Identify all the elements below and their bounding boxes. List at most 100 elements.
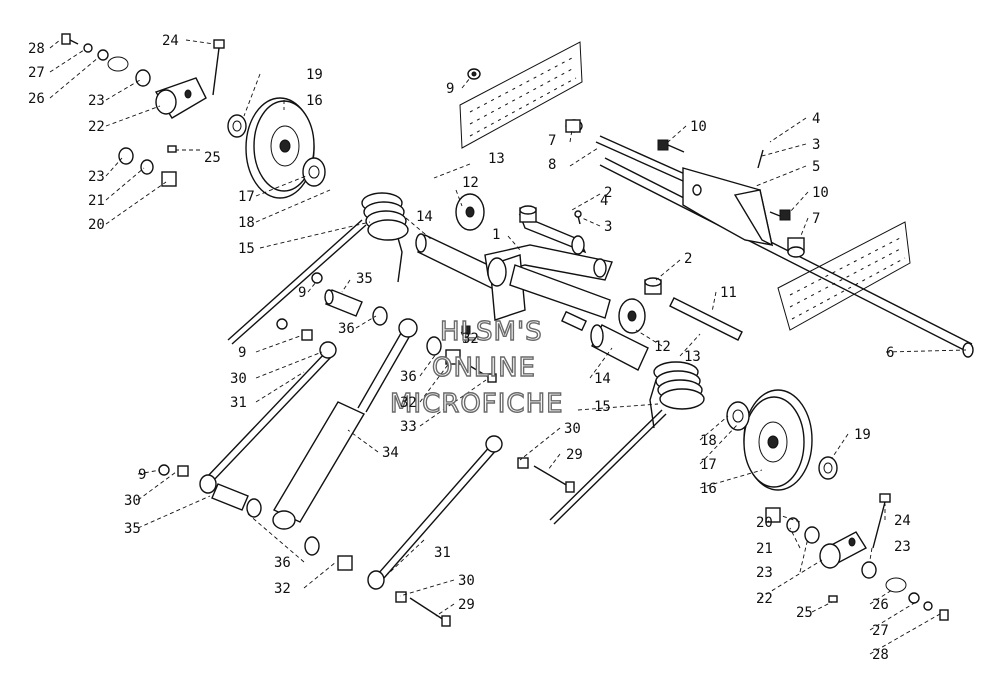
washers-9 xyxy=(158,272,323,476)
pin-3-5 xyxy=(757,149,764,169)
bearing-19-lower xyxy=(818,456,838,480)
hardware-lower-right xyxy=(765,507,949,621)
callout-30: 30 xyxy=(230,371,247,387)
callout-24-b: 24 xyxy=(894,513,911,529)
hardware-upper-left xyxy=(61,33,177,187)
callout-28-b: 28 xyxy=(872,647,889,663)
callout-35: 35 xyxy=(356,271,373,287)
callout-29: 29 xyxy=(566,447,583,463)
callout-17: 17 xyxy=(238,189,255,205)
stop-block-12-upper xyxy=(455,193,485,231)
callout-36-b: 36 xyxy=(400,369,417,385)
callout-13: 13 xyxy=(488,151,505,167)
callout-1: 1 xyxy=(492,227,500,243)
callout-32-c: 32 xyxy=(274,581,291,597)
callout-4-b: 4 xyxy=(600,193,608,209)
shaft-14-lower xyxy=(590,324,649,371)
bolt-10-upper xyxy=(657,139,685,153)
rail-right xyxy=(777,221,911,331)
callout-4: 4 xyxy=(812,111,820,127)
torsion-spring-15-lower xyxy=(549,361,705,525)
callout-28: 28 xyxy=(28,41,45,57)
callout-21-b: 21 xyxy=(756,541,773,557)
callout-17-b: 17 xyxy=(700,457,717,473)
callout-14: 14 xyxy=(416,209,433,225)
shaft-8 xyxy=(595,135,697,186)
rail-left xyxy=(459,41,583,149)
callout-19-b: 19 xyxy=(854,427,871,443)
shaft-11 xyxy=(669,297,743,341)
callout-9-b: 9 xyxy=(298,285,306,301)
callout-12: 12 xyxy=(462,175,479,191)
callout-33: 33 xyxy=(400,419,417,435)
link-31-left xyxy=(199,341,337,494)
bearing-17-lower xyxy=(726,401,750,431)
callout-18: 18 xyxy=(238,215,255,231)
callout-26-b: 26 xyxy=(872,597,889,613)
callout-2: 2 xyxy=(604,185,612,201)
callout-16-b: 16 xyxy=(700,481,717,497)
bearing-17-upper xyxy=(302,157,326,187)
bearing-19-upper xyxy=(227,114,247,138)
callout-35-b: 35 xyxy=(124,521,141,537)
callout-labels: 28 27 26 24 19 16 23 22 25 23 21 20 17 1… xyxy=(28,33,911,663)
callout-31: 31 xyxy=(230,395,247,411)
callout-21: 21 xyxy=(88,193,105,209)
spacer-7-right xyxy=(787,237,805,258)
callout-22: 22 xyxy=(88,119,105,135)
callout-13-b: 13 xyxy=(684,349,701,365)
callout-14-b: 14 xyxy=(594,371,611,387)
callout-32: 32 xyxy=(462,331,479,347)
callout-23-c: 23 xyxy=(894,539,911,555)
callout-32-b: 32 xyxy=(400,395,417,411)
pin-4-3 xyxy=(574,210,582,225)
callout-19: 19 xyxy=(306,67,323,83)
spacer-7-upper xyxy=(565,119,583,133)
callout-10: 10 xyxy=(690,119,707,135)
bolts-29-33 xyxy=(409,365,575,627)
callout-25: 25 xyxy=(204,150,221,166)
callout-5: 5 xyxy=(812,159,820,175)
bushing-2-upper xyxy=(519,205,537,223)
callout-9-c: 9 xyxy=(238,345,246,361)
spacer-35-lower xyxy=(211,483,249,511)
callout-18-b: 18 xyxy=(700,433,717,449)
leader-lines xyxy=(49,39,967,655)
callout-27: 27 xyxy=(28,65,45,81)
callout-20-b: 20 xyxy=(756,515,773,531)
callout-11: 11 xyxy=(720,285,737,301)
bolt-24-lower xyxy=(872,493,891,549)
callout-9-d: 9 xyxy=(138,467,146,483)
callout-3: 3 xyxy=(812,137,820,153)
torsion-spring-15-upper xyxy=(227,192,409,345)
watermark-line-3: MICROFICHE xyxy=(390,389,564,419)
callout-34: 34 xyxy=(382,445,399,461)
callout-15-b: 15 xyxy=(594,399,611,415)
spacer-35-upper xyxy=(324,289,363,317)
stop-block-12-lower xyxy=(618,298,646,334)
callout-9: 9 xyxy=(446,81,454,97)
bracket-22-lower xyxy=(819,531,867,569)
watermark-line-1: HLSM'S xyxy=(440,317,543,347)
callout-26: 26 xyxy=(28,91,45,107)
callout-15: 15 xyxy=(238,241,255,257)
washers-36-32 xyxy=(246,306,471,571)
link-31-right xyxy=(367,435,503,590)
callout-30-c: 30 xyxy=(124,493,141,509)
callout-24: 24 xyxy=(162,33,179,49)
callout-10-b: 10 xyxy=(812,185,829,201)
wheel-16-lower xyxy=(743,389,813,491)
watermark-line-2: ONLINE xyxy=(432,353,536,383)
bolt-24-upper xyxy=(212,39,225,96)
bracket-22-upper xyxy=(154,77,207,119)
callout-36-c: 36 xyxy=(274,555,291,571)
pins-30 xyxy=(177,329,529,603)
bolt-10-right xyxy=(769,209,791,221)
callout-7: 7 xyxy=(548,133,556,149)
washer-9-upper xyxy=(467,68,481,80)
callout-20: 20 xyxy=(88,217,105,233)
callout-27-b: 27 xyxy=(872,623,889,639)
bushing-2-lower xyxy=(644,277,662,295)
callout-3-b: 3 xyxy=(604,219,612,235)
watermark: HLSM'S ONLINE MICROFICHE xyxy=(389,316,564,419)
